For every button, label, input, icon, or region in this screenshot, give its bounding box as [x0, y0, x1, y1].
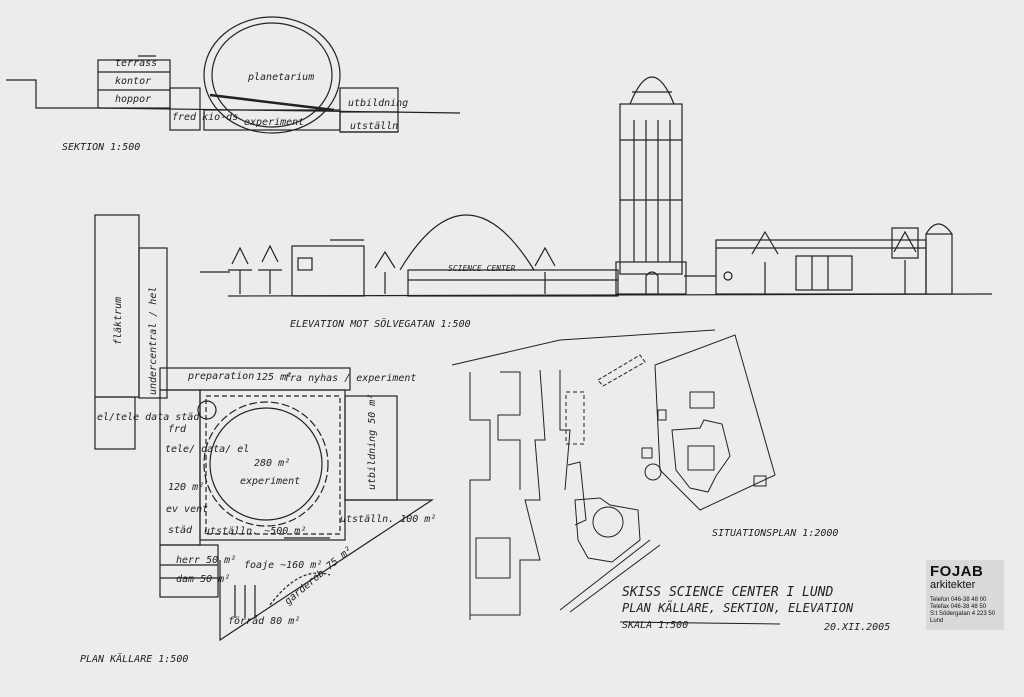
label-utbildning-50: utbildning 50 m² [367, 394, 378, 490]
label-preparation: preparation [187, 371, 254, 382]
label-forrad: förråd 80 m² [228, 614, 300, 627]
plan-labels: fläktrum undercentral / hel preparation … [80, 287, 436, 665]
section-labels: terrass kontor hoppor planetarium experi… [62, 58, 408, 153]
title-line1: SKISS SCIENCE CENTER I LUND [622, 585, 833, 600]
label-stad: städ [168, 525, 193, 536]
elevation-drawing [200, 76, 993, 297]
basement-plan [94, 214, 434, 642]
label-utstalln: utställn [350, 121, 398, 132]
label-kontor: kontor [115, 76, 151, 87]
science-center-sign: SCIENCE CENTER [448, 264, 516, 273]
label-utstallning-500: utställn. ~500 m² [204, 526, 306, 537]
label-fred: fred kio-ds [172, 112, 238, 123]
label-experiment-area: 280 m² [254, 458, 290, 469]
label-dam: dam 50 m² [176, 574, 230, 585]
label-120: 120 m² [168, 482, 204, 493]
fojab-stamp: FOJAB arkitekter Telefon 046-38 48 00 Te… [926, 560, 1004, 630]
label-tele-data: tele/ data/ el [165, 444, 249, 455]
label-frd: frd [168, 424, 187, 435]
stamp-sub: arkitekter [930, 579, 976, 591]
label-flaktrum: fläktrum [113, 297, 124, 345]
label-experiment: experiment [244, 117, 304, 128]
label-planetarium: planetarium [247, 72, 314, 83]
label-undercentral: undercentral / hel [148, 287, 159, 395]
water-tower [615, 76, 687, 295]
label-herr: herr 50 m² [176, 555, 236, 566]
title-date: 20.XII.2005 [824, 622, 890, 633]
label-utstallning-100: utställn. 100 m² [340, 514, 436, 525]
section-drawing [6, 16, 461, 134]
situation-caption: SITUATIONSPLAN 1:2000 [712, 528, 838, 539]
label-terrass: terrass [115, 58, 157, 69]
situation-labels: SITUATIONSPLAN 1:2000 [712, 528, 838, 539]
stamp-telefon: Telefon 046-38 48 00 [930, 597, 987, 603]
label-el-tele: el/tele data städ [97, 412, 200, 423]
label-prep-area: 125 m² [256, 372, 292, 383]
label-ev-vent: ev vent [166, 504, 208, 515]
plan-caption: PLAN KÄLLARE 1:500 [80, 652, 188, 665]
stamp-telefax: Telefax 046-38 48 50 [930, 604, 987, 610]
situation-plan [451, 329, 776, 620]
label-foaje: foaje ~160 m² [244, 560, 322, 571]
section-caption: SEKTION 1:500 [62, 142, 140, 153]
label-utbildning: utbildning [348, 98, 408, 109]
stamp-address: S:t Södergatan 4 223 50 Lund [930, 611, 996, 624]
label-plan-experiment: experiment [240, 476, 300, 487]
label-garderob: garderob 75 m² [283, 545, 355, 608]
trees-left [228, 244, 556, 294]
elevation-caption: ELEVATION MOT SÖLVEGATAN 1:500 [290, 317, 471, 330]
elevation-labels: SCIENCE CENTER ELEVATION MOT SÖLVEGATAN … [290, 264, 516, 330]
label-fra-experiment: fra nyhas / experiment [284, 373, 416, 384]
title-line2: PLAN KÄLLARE, SEKTION, ELEVATION [622, 600, 854, 615]
title-block: SKISS SCIENCE CENTER I LUND PLAN KÄLLARE… [619, 585, 890, 633]
title-scale: SKALA 1:500 [622, 620, 688, 631]
label-hoppor: hoppor [115, 94, 151, 105]
stamp-brand: FOJAB [930, 563, 984, 580]
